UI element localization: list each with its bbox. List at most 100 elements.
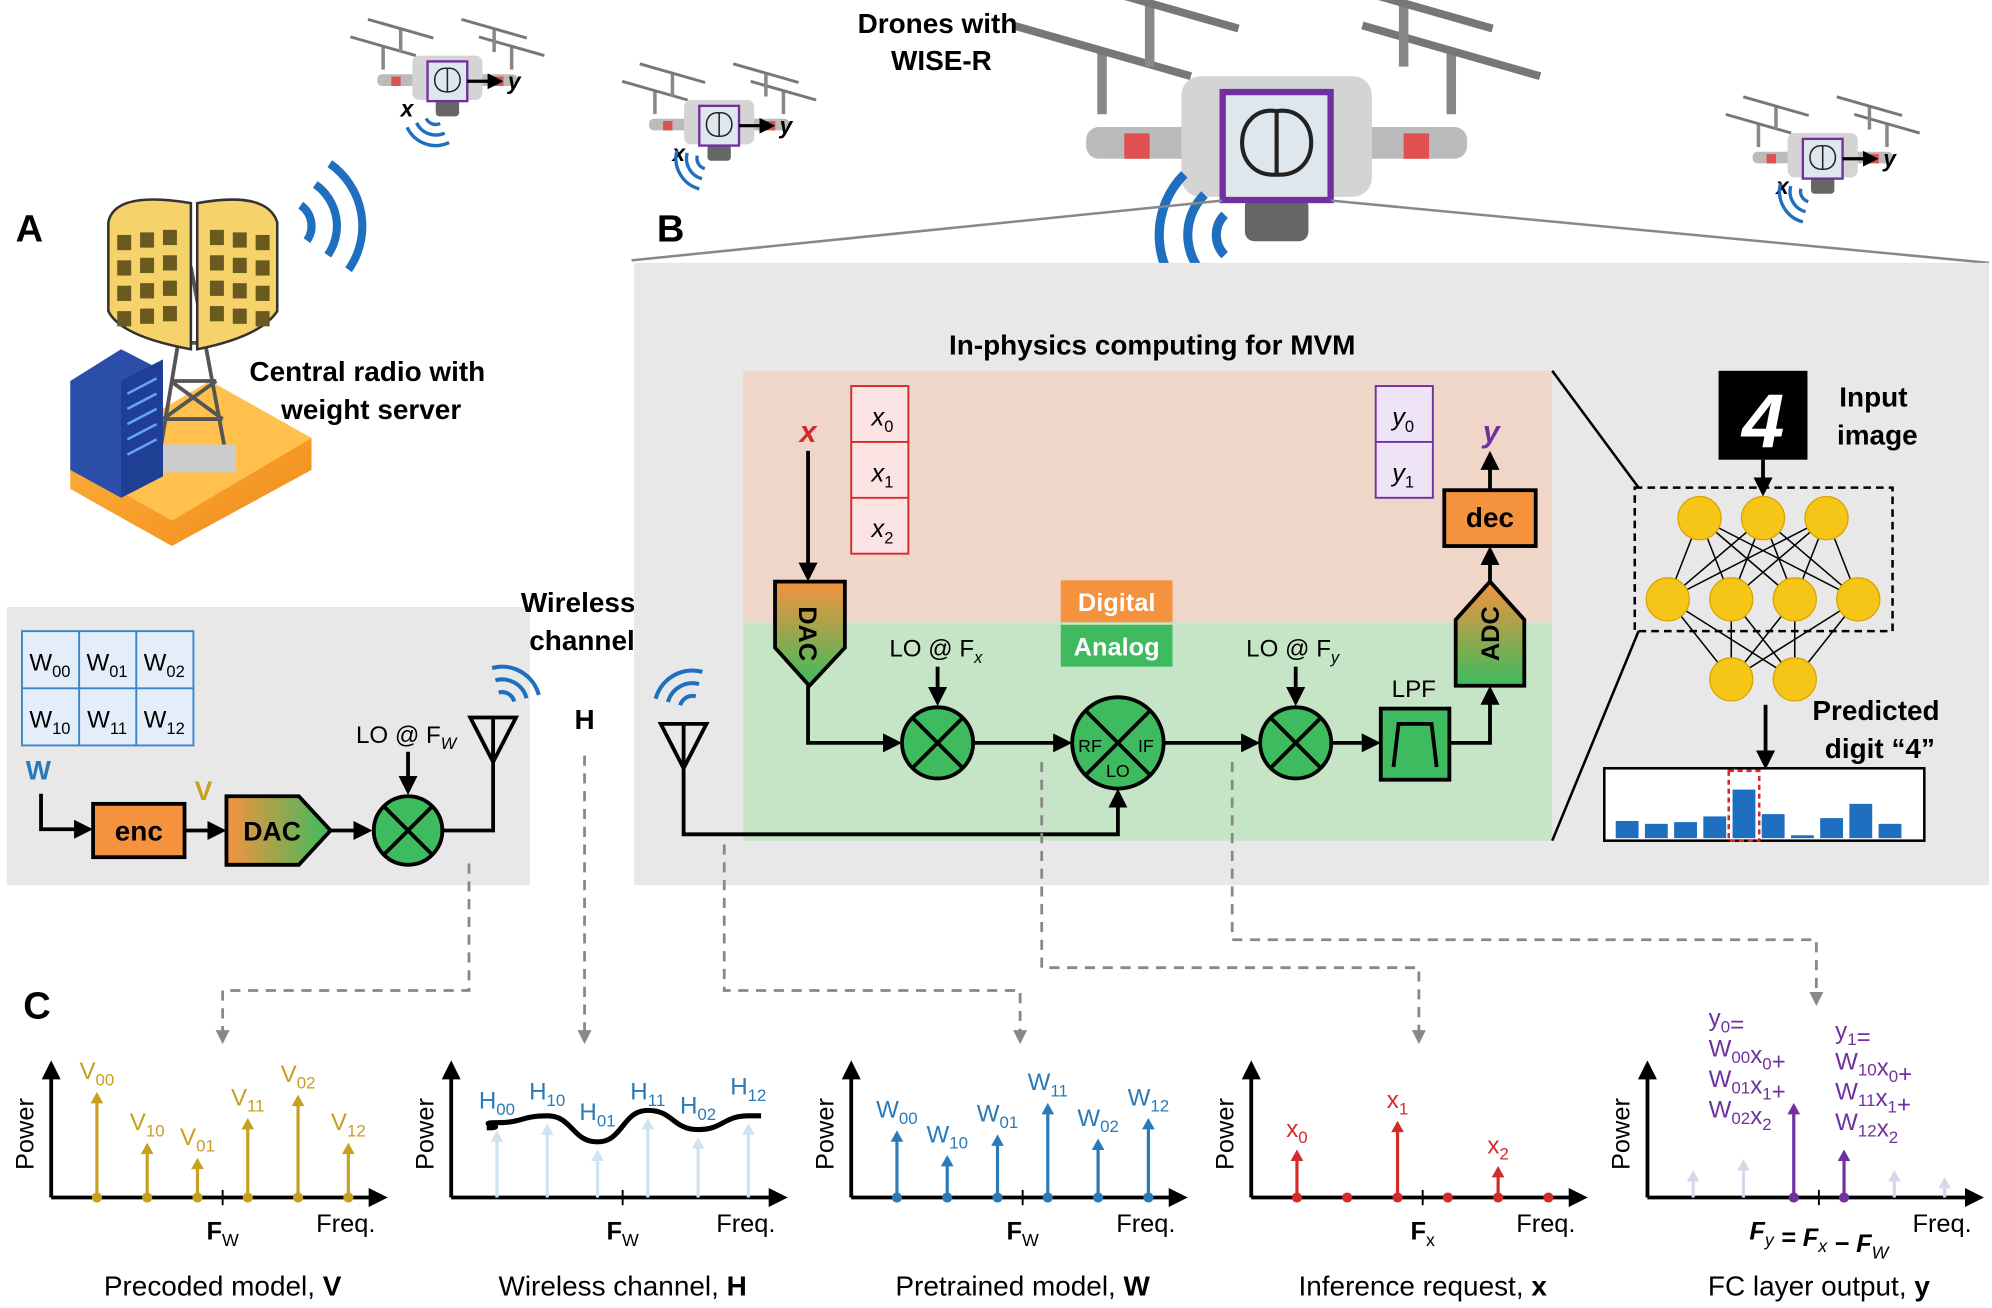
signal-arc: [424, 117, 441, 127]
text-subscript: 0: [1889, 1067, 1898, 1086]
text-base: W: [1128, 1084, 1151, 1111]
tx-antenna-icon: [467, 715, 520, 767]
tx-lo-label: LO @ FW: [356, 722, 458, 753]
text-subscript: 11: [648, 1091, 666, 1110]
text-base: W: [1709, 1036, 1732, 1063]
antenna-element: [255, 234, 270, 251]
text-base: x: [1387, 1087, 1399, 1114]
weight-cell: W00: [29, 650, 70, 681]
signal-arc: [298, 201, 316, 243]
weight-cell: W12: [144, 707, 185, 738]
weight-cell: W11: [87, 707, 127, 738]
text-subscript: 0: [1762, 1054, 1771, 1073]
spectral-arrowhead: [1290, 1149, 1304, 1161]
drone-camera: [1244, 196, 1309, 242]
spectral-label: H10: [529, 1079, 565, 1110]
score-bar: [1615, 820, 1639, 839]
mixer-y-icon: [1258, 705, 1334, 781]
propeller: [639, 62, 706, 84]
antenna-element: [255, 285, 270, 301]
spectral-dot: [142, 1192, 153, 1203]
text-subscript: 10: [547, 1091, 566, 1110]
spectral-label: V01: [180, 1124, 215, 1155]
tick-label: Fx: [1410, 1217, 1435, 1249]
adc-label: ADC: [1477, 606, 1505, 661]
text-base: x: [1877, 1055, 1889, 1082]
text-base: W: [1077, 1105, 1100, 1132]
x-axis-label: Freq.: [1516, 1210, 1575, 1238]
analog-badge-label: Analog: [1074, 633, 1160, 661]
brain-icon: [1240, 108, 1314, 177]
text-subscript: 00: [1731, 1048, 1750, 1067]
v-label: V: [195, 776, 213, 806]
nn-connection: [1730, 598, 1859, 681]
panel-label-c: C: [23, 985, 50, 1027]
text-subscript: 00: [96, 1071, 115, 1090]
equation-line: W01x1+: [1709, 1066, 1786, 1106]
antenna-element: [140, 257, 155, 274]
antenna-element: [140, 308, 155, 324]
spectral-label: V00: [79, 1058, 114, 1089]
spectral-arrowhead: [742, 1123, 755, 1135]
mixer-cross: [1269, 716, 1323, 770]
text-subscript: 1: [1847, 1030, 1856, 1049]
server-lights: [126, 377, 158, 456]
text-subscript: 12: [748, 1086, 767, 1105]
spectral-dot: [1392, 1192, 1403, 1203]
spectral-label: W02: [1077, 1105, 1119, 1136]
score-bar: [1820, 818, 1844, 839]
lpf-label: LPF: [1392, 676, 1436, 703]
antenna-element: [117, 285, 132, 301]
classifier-zoom-lines: [1551, 370, 1640, 842]
antenna-element: [117, 234, 132, 251]
antenna-element: [255, 311, 270, 327]
drone: yx: [350, 17, 545, 148]
antenna-element: [209, 280, 224, 296]
text-subscript: 1: [1888, 1097, 1897, 1116]
antenna-element: [232, 257, 247, 274]
spectral-label: W10: [926, 1121, 968, 1152]
weight-cell: W01: [87, 650, 128, 681]
text-base: x: [1877, 1116, 1889, 1143]
neuron: [1709, 577, 1754, 622]
drone: [1012, 0, 1542, 299]
text-base: W: [926, 1121, 949, 1148]
spectral-label: H02: [680, 1093, 716, 1124]
mixer-cross: [1084, 709, 1152, 777]
text-subscript: 10: [146, 1121, 165, 1140]
text-base: F: [607, 1217, 623, 1245]
propeller: [367, 17, 434, 40]
propeller: [461, 17, 528, 40]
drone-output-y: y: [1882, 145, 1897, 171]
input-digit: 4: [1740, 379, 1784, 464]
signal-arc: [415, 122, 446, 137]
server-front: [121, 359, 163, 498]
text-base: x: [1875, 1085, 1887, 1112]
score-bar: [1761, 814, 1785, 839]
neuron: [1772, 577, 1817, 622]
input-x-label: x: [798, 415, 818, 449]
signal-arc: [405, 126, 450, 148]
signal-arc: [498, 690, 517, 703]
spectral-arrowhead: [1491, 1165, 1505, 1178]
signal-arc: [312, 181, 341, 258]
tower-lattice: [157, 266, 229, 458]
mixer-x-icon: [900, 705, 976, 781]
spectral-arrowhead: [591, 1149, 604, 1161]
text-subscript: 00: [899, 1109, 918, 1128]
spectral-label: V10: [130, 1109, 165, 1140]
spectral-label: W11: [1028, 1069, 1068, 1100]
text-subscript: 00: [496, 1100, 515, 1119]
title-text: Pretrained model,: [895, 1270, 1123, 1301]
score-bar: [1644, 823, 1668, 839]
antenna-element: [140, 283, 155, 299]
spectral-arrowhead: [691, 1137, 705, 1149]
equation-line: W11x1+: [1835, 1079, 1911, 1119]
drone-input-x: x: [400, 95, 415, 121]
spectral-arrowhead: [940, 1155, 954, 1167]
spectral-dot: [1838, 1192, 1850, 1203]
text-base: W: [1709, 1097, 1732, 1124]
